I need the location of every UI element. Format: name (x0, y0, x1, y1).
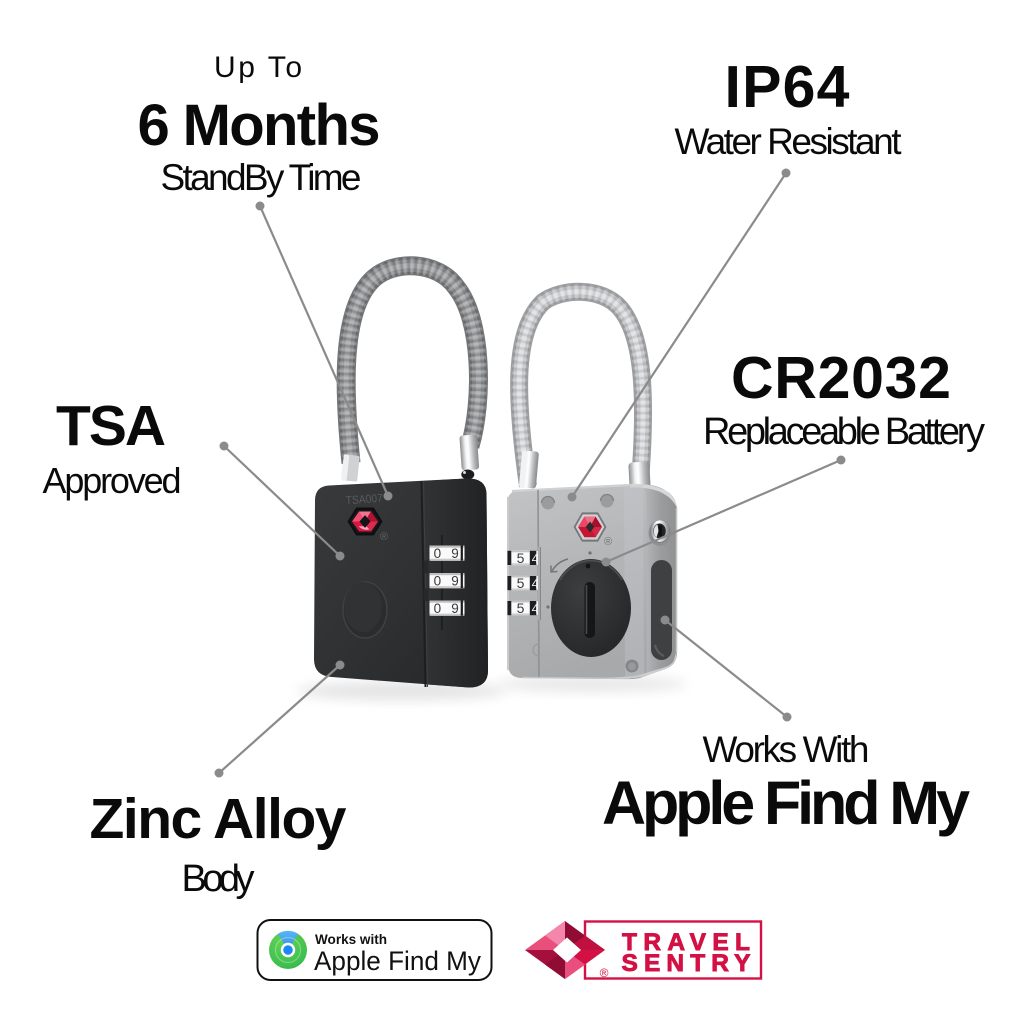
svg-text:0: 0 (434, 546, 442, 561)
svg-text:4: 4 (532, 551, 539, 566)
svg-text:6 Months: 6 Months (138, 93, 381, 158)
svg-text:Up To: Up To (214, 51, 302, 84)
svg-text:IP64: IP64 (725, 54, 850, 120)
svg-text:Works With: Works With (703, 729, 870, 770)
svg-text:Replaceable Battery: Replaceable Battery (703, 411, 985, 453)
svg-text:®: ® (600, 966, 609, 980)
svg-text:Approved: Approved (43, 460, 182, 501)
svg-text:®: ® (380, 531, 388, 543)
svg-text:®: ® (604, 536, 612, 548)
svg-text:TSA: TSA (56, 394, 166, 458)
svg-text:Body: Body (182, 858, 255, 900)
svg-text:9: 9 (451, 546, 459, 561)
svg-text:Apple Find My: Apple Find My (602, 769, 970, 837)
svg-text:Water Resistant: Water Resistant (675, 121, 903, 162)
svg-text:CR2032: CR2032 (731, 345, 951, 411)
svg-text:Zinc Alloy: Zinc Alloy (90, 787, 347, 851)
svg-text:5: 5 (517, 550, 525, 566)
svg-text:Apple Find My: Apple Find My (314, 946, 481, 976)
svg-text:StandBy Time: StandBy Time (161, 157, 362, 198)
svg-text:Works with: Works with (315, 931, 387, 947)
svg-text:TSA007: TSA007 (345, 493, 383, 508)
